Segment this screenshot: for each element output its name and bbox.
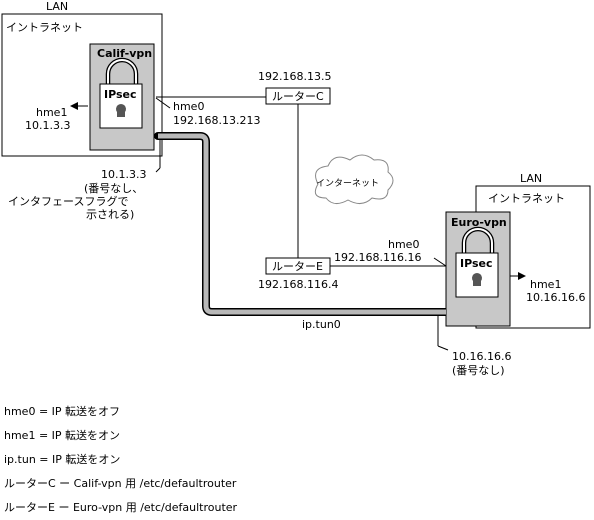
euro-keyhole-icon	[472, 273, 482, 286]
router-e-ip: 192.168.116.4	[258, 278, 338, 291]
left-lan-label: LAN	[46, 0, 68, 13]
legend-item: hme0 = IP 転送をオフ	[4, 405, 121, 418]
euro-vpn-label: Euro-vpn	[451, 216, 507, 229]
euro-hme1-arrow-icon	[518, 272, 526, 280]
calif-hme1-ip: 10.1.3.3	[25, 119, 70, 132]
euro-hme1-name: hme1	[530, 278, 561, 291]
euro-ipsec-label: IPsec	[460, 257, 493, 270]
calif-tunnel-note-3: 示される)	[86, 208, 134, 221]
tunnel-label: ip.tun0	[302, 318, 341, 331]
calif-tunnel-ip: 10.1.3.3	[101, 168, 146, 181]
internet-cloud-icon	[314, 154, 394, 204]
right-lan-label: LAN	[520, 172, 542, 185]
euro-tunnel-note: (番号なし)	[452, 364, 505, 377]
legend-item: ip.tun = IP 転送をオン	[4, 453, 121, 466]
calif-hme0-name: hme0	[173, 100, 204, 113]
legend-item: ルーターC ー Calif-vpn 用 /etc/defaultrouter	[4, 477, 237, 490]
calif-ipsec-label: IPsec	[104, 88, 137, 101]
router-c-ip: 192.168.13.5	[258, 70, 331, 83]
legend-item: ルーターE ー Euro-vpn 用 /etc/defaultrouter	[4, 501, 238, 514]
calif-tunnel-note-1: (番号なし、	[84, 182, 143, 195]
calif-hme1-name: hme1	[36, 106, 67, 119]
calif-vpn-label: Calif-vpn	[97, 47, 152, 60]
calif-hme0-ip: 192.168.13.213	[173, 114, 260, 127]
euro-tunnel-ip: 10.16.16.6	[452, 350, 511, 363]
calif-hme1-arrow-icon	[70, 102, 78, 110]
calif-keyhole-icon	[116, 103, 126, 117]
internet-label: インターネット	[316, 178, 379, 189]
calif-tunnel-note-2: インタフェースフラグで	[8, 194, 128, 208]
euro-hme0-name: hme0	[388, 238, 419, 251]
euro-hme1-ip: 10.16.16.6	[526, 291, 585, 304]
legend-item: hme1 = IP 転送をオン	[4, 429, 121, 442]
right-intranet-label: イントラネット	[488, 192, 565, 205]
legend: hme0 = IP 転送をオフ hme1 = IP 転送をオン ip.tun =…	[4, 400, 237, 520]
euro-hme0-ip: 192.168.116.16	[334, 251, 421, 264]
router-e-label: ルーターE	[272, 260, 323, 273]
left-intranet-label: イントラネット	[6, 21, 83, 34]
router-c-label: ルーターC	[272, 90, 324, 103]
